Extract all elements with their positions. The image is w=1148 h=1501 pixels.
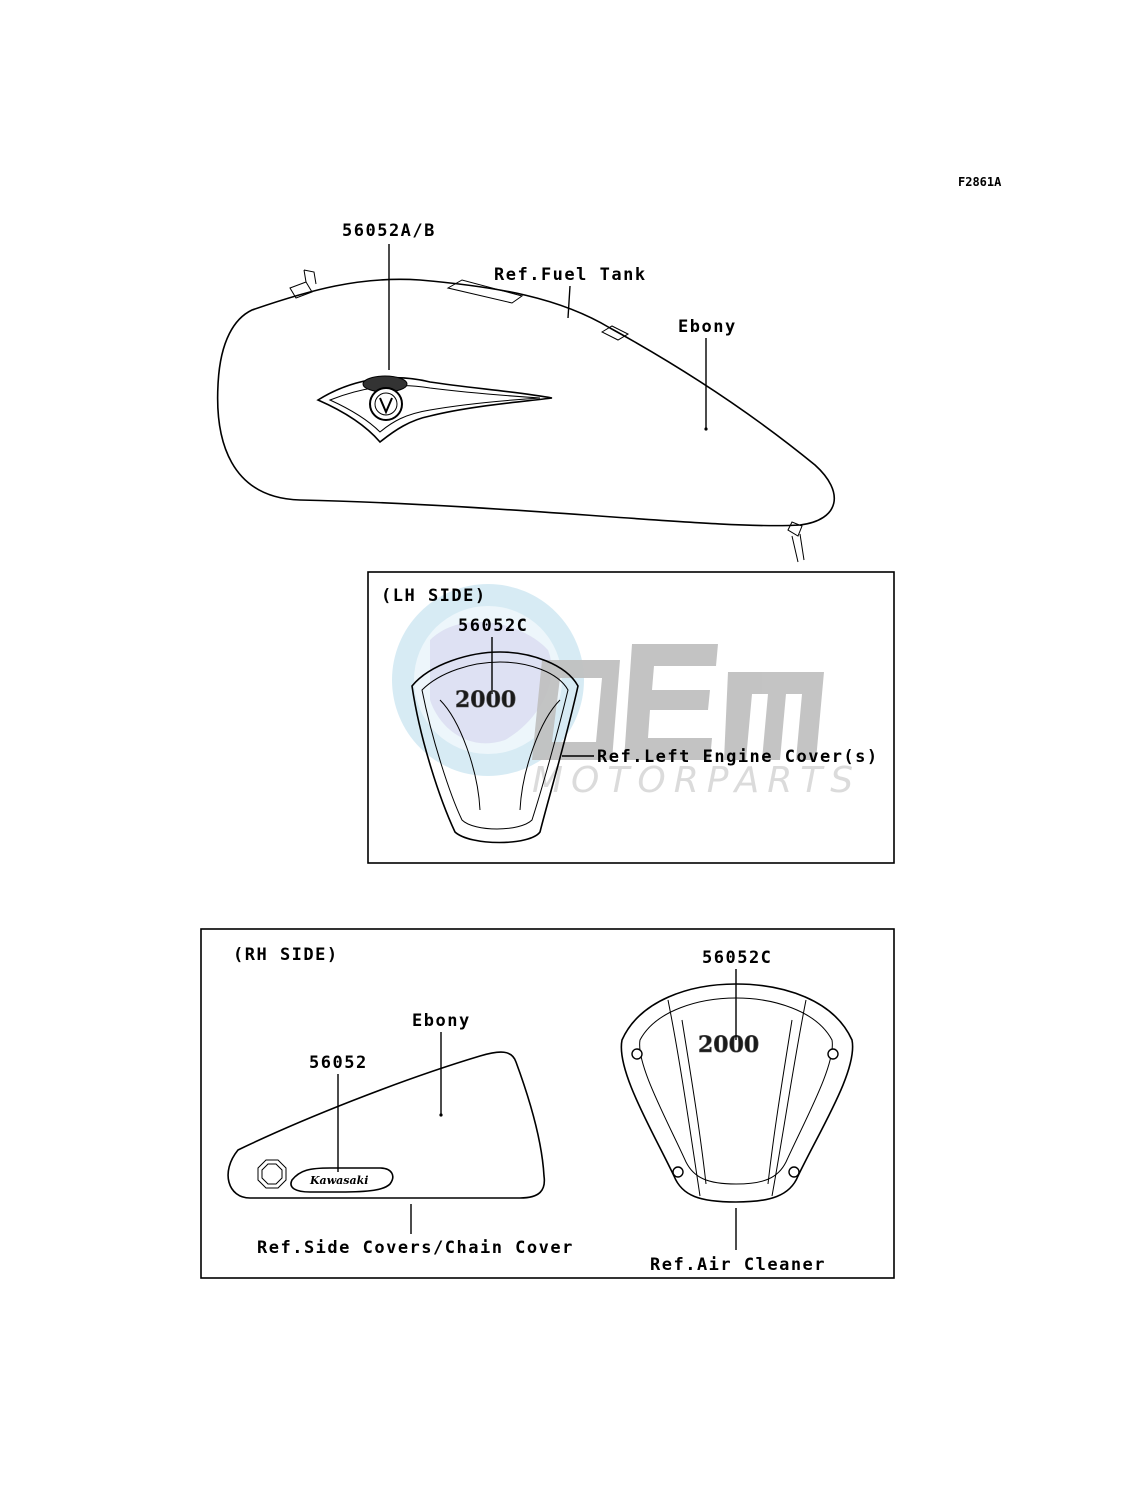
- oem-watermark: MOTORPARTS: [392, 584, 861, 801]
- tank-ref-label: Ref.Fuel Tank: [494, 265, 647, 285]
- lh-side-panel: [367, 571, 895, 864]
- tank-ref-leader: [567, 285, 571, 319]
- left-engine-cover-drawing: 2000: [411, 651, 579, 844]
- side-cover-part-label: 56052: [309, 1053, 368, 1073]
- kawasaki-emblem-icon: [290, 1167, 394, 1193]
- tank-part-label: 56052A/B: [342, 221, 436, 241]
- lh-part-label: 56052C: [458, 616, 528, 636]
- side-cover-ref-label: Ref.Side Covers/Chain Cover: [257, 1238, 574, 1258]
- v-emblem-icon: [316, 375, 553, 444]
- air-cleaner-badge-text: 2000: [698, 1032, 759, 1058]
- bolt-icon: [827, 1048, 839, 1060]
- side-cover-drawing: Kawasaki: [227, 1051, 546, 1199]
- rh-side-panel: [200, 928, 895, 1279]
- side-cover-emblem-text: Kawasaki: [309, 1174, 368, 1187]
- tank-color-label: Ebony: [678, 317, 737, 337]
- bolt-icon: [631, 1048, 643, 1060]
- bolt-icon: [672, 1166, 684, 1178]
- lh-ref-label: Ref.Left Engine Cover(s): [597, 747, 879, 767]
- bolt-icon: [788, 1166, 800, 1178]
- watermark-text: MOTORPARTS: [532, 760, 861, 801]
- air-cleaner-part-label: 56052C: [702, 948, 772, 968]
- air-cleaner-drawing: 2000: [620, 983, 854, 1203]
- lh-side-title: (LH SIDE): [381, 586, 487, 606]
- figure-code: F2861A: [958, 175, 1002, 189]
- rh-side-title: (RH SIDE): [233, 945, 339, 965]
- air-cleaner-ref-label: Ref.Air Cleaner: [650, 1255, 826, 1275]
- side-cover-color-label: Ebony: [412, 1011, 471, 1031]
- hex-bolt-icon: [257, 1159, 287, 1189]
- fuel-tank-drawing: [216, 269, 836, 563]
- lh-badge-text: 2000: [455, 687, 516, 713]
